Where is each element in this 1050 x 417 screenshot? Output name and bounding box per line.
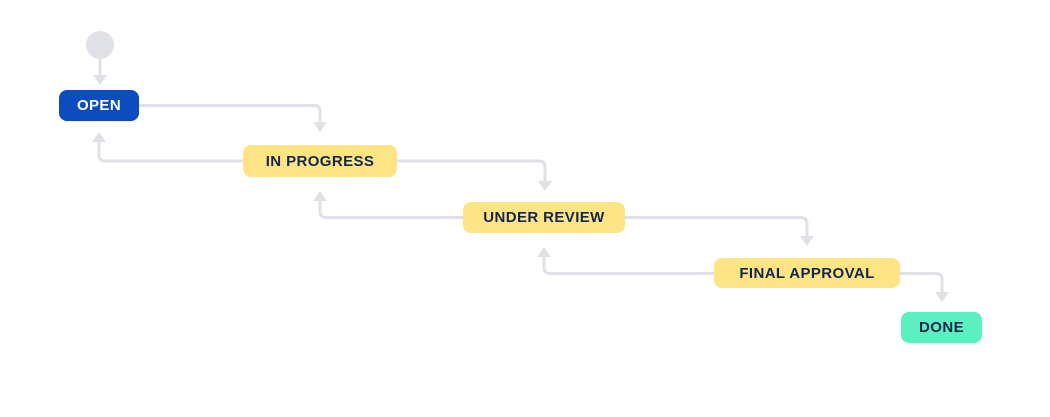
transition-arrow-start-to-open: [93, 59, 107, 85]
status-node-open: OPEN: [59, 90, 139, 121]
transition-arrow-open-to-in-progress: [139, 104, 327, 132]
transition-arrow-under-review-to-in-progress: [313, 191, 463, 219]
transition-arrow-final-approval-to-done: [900, 272, 949, 302]
status-node-final-approval: FINAL APPROVAL: [714, 258, 900, 288]
status-label-open: OPEN: [76, 97, 122, 114]
transition-arrow-in-progress-to-open: [92, 132, 243, 163]
start-node-circle: [86, 31, 114, 59]
status-label-final-approval: FINAL APPROVAL: [739, 264, 875, 282]
status-node-under-review: UNDER REVIEW: [463, 202, 625, 233]
status-label-done: DONE: [919, 319, 964, 336]
status-label-in-progress: IN PROGRESS: [265, 152, 375, 170]
transition-arrow-final-approval-to-under-review: [537, 247, 714, 275]
status-node-done: DONE: [901, 312, 982, 343]
transition-arrow-in-progress-to-under-review: [397, 159, 552, 191]
status-label-under-review: UNDER REVIEW: [483, 209, 605, 226]
transition-arrow-under-review-to-final-approval: [625, 216, 814, 246]
status-node-in-progress: IN PROGRESS: [243, 145, 397, 177]
